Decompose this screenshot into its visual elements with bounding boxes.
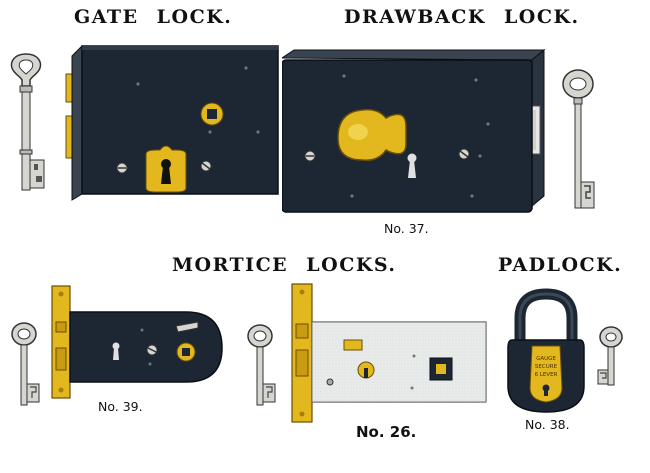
gate-lock-body <box>65 44 279 201</box>
mortice-lock-39-caption: No. 39. <box>98 399 143 414</box>
padlock-plate-text-1: GAUGE <box>536 356 556 362</box>
padlock-key-icon <box>597 326 623 386</box>
mortice-lock-26-caption: No. 26. <box>356 423 417 441</box>
gate-lock-key-icon <box>10 53 45 191</box>
padlock-plate-text-3: 6 LEVER <box>535 372 558 378</box>
drawback-lock-caption: No. 37. <box>384 221 429 236</box>
drawback-lock-key-icon <box>562 69 595 209</box>
gate-lock-heading: GATE LOCK. <box>74 6 233 28</box>
mortice-lock-39-key-icon <box>11 322 40 406</box>
mortice-lock-39-body <box>51 285 223 399</box>
mortice-lock-26-body <box>291 283 487 423</box>
padlock-plate-text-2: SECURE <box>535 364 558 370</box>
padlock-caption: No. 38. <box>525 417 570 432</box>
padlock-heading: PADLOCK. <box>498 254 623 276</box>
drawback-lock-heading: DRAWBACK LOCK. <box>344 6 580 28</box>
mortice-locks-heading: MORTICE LOCKS. <box>172 254 397 276</box>
drawback-lock-body <box>282 48 546 213</box>
mortice-lock-26-key-icon <box>247 324 276 406</box>
padlock-body: GAUGE SECURE 6 LEVER <box>507 288 585 413</box>
